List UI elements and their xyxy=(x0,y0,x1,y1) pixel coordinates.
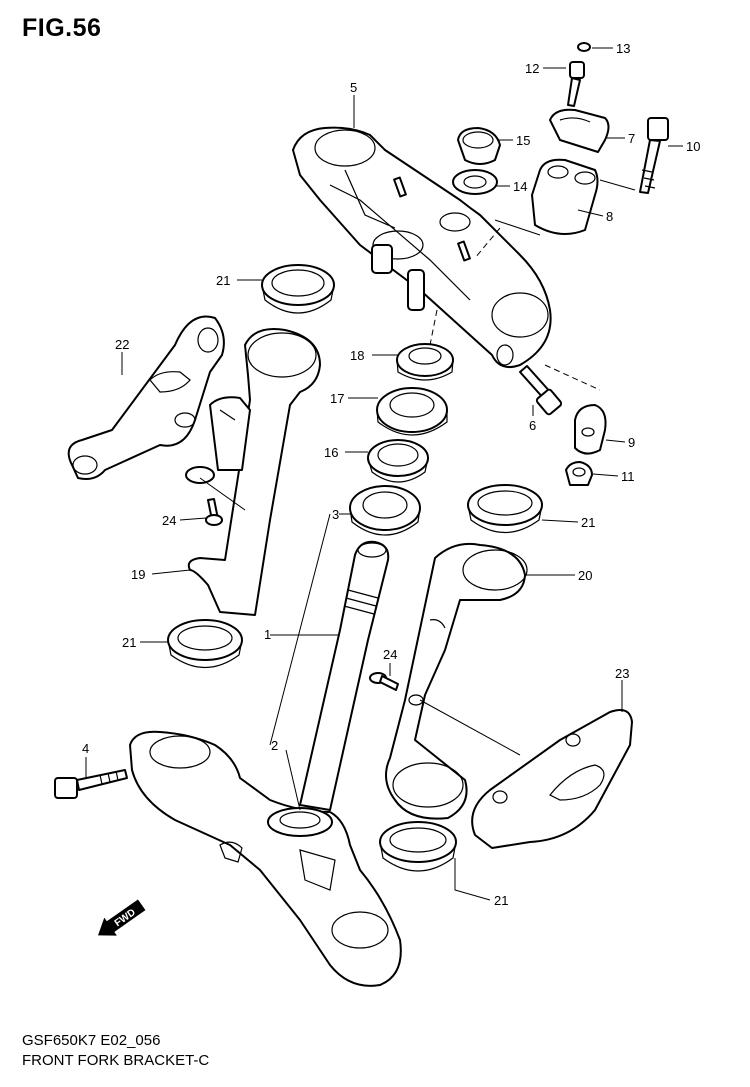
callout-18: 18 xyxy=(350,348,364,363)
lower-bracket-part xyxy=(129,730,402,987)
callout-9: 9 xyxy=(628,435,635,450)
bolt-12 xyxy=(567,61,585,107)
cap-13 xyxy=(577,42,591,52)
handlebar-holder-upper xyxy=(549,108,610,153)
callout-5: 5 xyxy=(350,80,357,95)
seal-21-lower-left xyxy=(167,619,243,668)
figure-caption: FRONT FORK BRACKET-C xyxy=(22,1052,210,1069)
seal-21-upper-left xyxy=(261,264,335,314)
align-line xyxy=(599,179,636,191)
bolt-4 xyxy=(54,769,128,799)
figure-title: FIG.56 xyxy=(22,14,102,42)
callout-21: 21 xyxy=(122,635,136,650)
align-line xyxy=(494,219,541,236)
callout-8: 8 xyxy=(606,209,613,224)
callout-leaders xyxy=(85,47,683,901)
callout-3: 3 xyxy=(332,507,339,522)
nut-15 xyxy=(457,127,501,165)
callout-4: 4 xyxy=(82,741,89,756)
seal-17 xyxy=(376,387,448,436)
headlight-bracket-19 xyxy=(187,328,321,616)
callout-13: 13 xyxy=(616,41,630,56)
callout-22: 22 xyxy=(115,337,129,352)
handlebar-holder-lower xyxy=(531,158,599,235)
bolt-6 xyxy=(519,365,563,416)
callout-6: 6 xyxy=(529,418,536,433)
callout-21: 21 xyxy=(494,893,508,908)
align-line xyxy=(429,309,438,346)
nut-18 xyxy=(396,343,454,381)
bolt-10 xyxy=(639,117,669,194)
align-line xyxy=(199,477,246,511)
callout-labels: 1 2 3 4 5 6 7 8 9 10 11 12 13 14 15 16 1… xyxy=(82,41,700,908)
figure-code: GSF650K7 E02_056 xyxy=(22,1032,161,1049)
seal-21-lower-right xyxy=(379,821,457,872)
align-line xyxy=(474,227,501,259)
callout-14: 14 xyxy=(513,179,527,194)
seal-21-upper-right xyxy=(467,484,543,533)
callout-19: 19 xyxy=(131,567,145,582)
steering-stem-part xyxy=(299,540,390,811)
bearing-3 xyxy=(349,485,421,536)
bracket-22 xyxy=(67,315,225,480)
callout-24: 24 xyxy=(162,513,176,528)
callout-17: 17 xyxy=(330,391,344,406)
callout-23: 23 xyxy=(615,666,629,681)
callout-7: 7 xyxy=(628,131,635,146)
callout-21: 21 xyxy=(581,515,595,530)
callout-11: 11 xyxy=(621,469,635,484)
upper-bracket-part xyxy=(292,126,552,368)
washer-14 xyxy=(452,169,498,195)
race-16 xyxy=(367,439,429,483)
callout-21: 21 xyxy=(216,273,230,288)
washer-left xyxy=(185,466,215,484)
bolt-24-right xyxy=(369,672,399,691)
callout-16: 16 xyxy=(324,445,338,460)
callout-20: 20 xyxy=(578,568,592,583)
bolt-24-left xyxy=(205,498,223,526)
callout-10: 10 xyxy=(686,139,700,154)
bracket-23 xyxy=(471,709,633,849)
callout-12: 12 xyxy=(525,61,539,76)
callout-15: 15 xyxy=(516,133,530,148)
nut-11 xyxy=(565,461,593,486)
align-line xyxy=(544,364,601,391)
headlight-bracket-20 xyxy=(385,542,528,820)
callout-24: 24 xyxy=(383,647,397,662)
cover-9 xyxy=(574,404,607,455)
callout-2: 2 xyxy=(271,738,278,753)
callout-1: 1 xyxy=(264,627,271,642)
align-line xyxy=(419,699,521,756)
fwd-arrow-icon: FWD xyxy=(97,899,146,936)
